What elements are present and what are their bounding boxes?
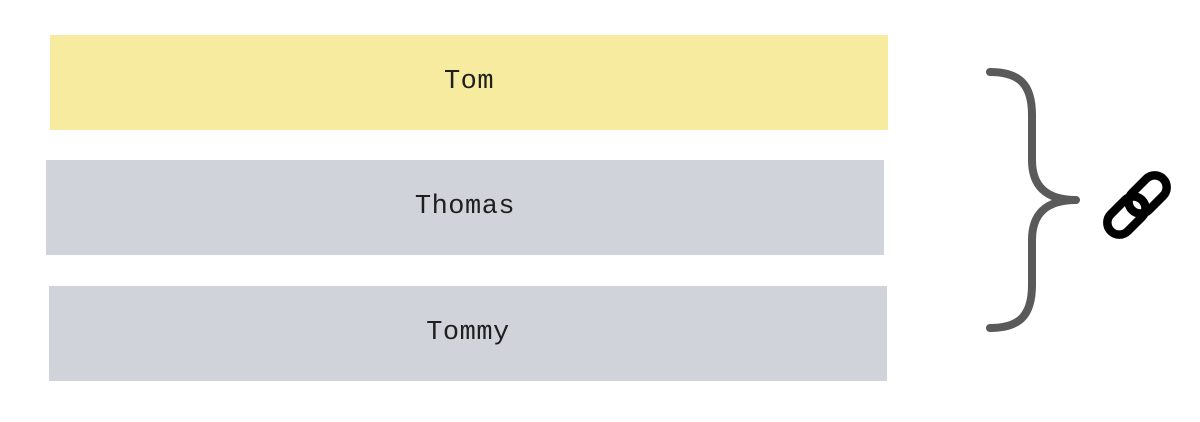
name-box-tom: Tom: [50, 35, 888, 130]
name-box-thomas: Thomas: [46, 160, 884, 255]
name-label-tommy: Tommy: [426, 317, 510, 348]
right-curly-brace-icon: [986, 68, 1080, 332]
name-box-tommy: Tommy: [49, 286, 887, 381]
name-label-thomas: Thomas: [414, 191, 516, 222]
link-chain-icon: [1103, 171, 1171, 239]
name-label-tom: Tom: [443, 66, 495, 97]
